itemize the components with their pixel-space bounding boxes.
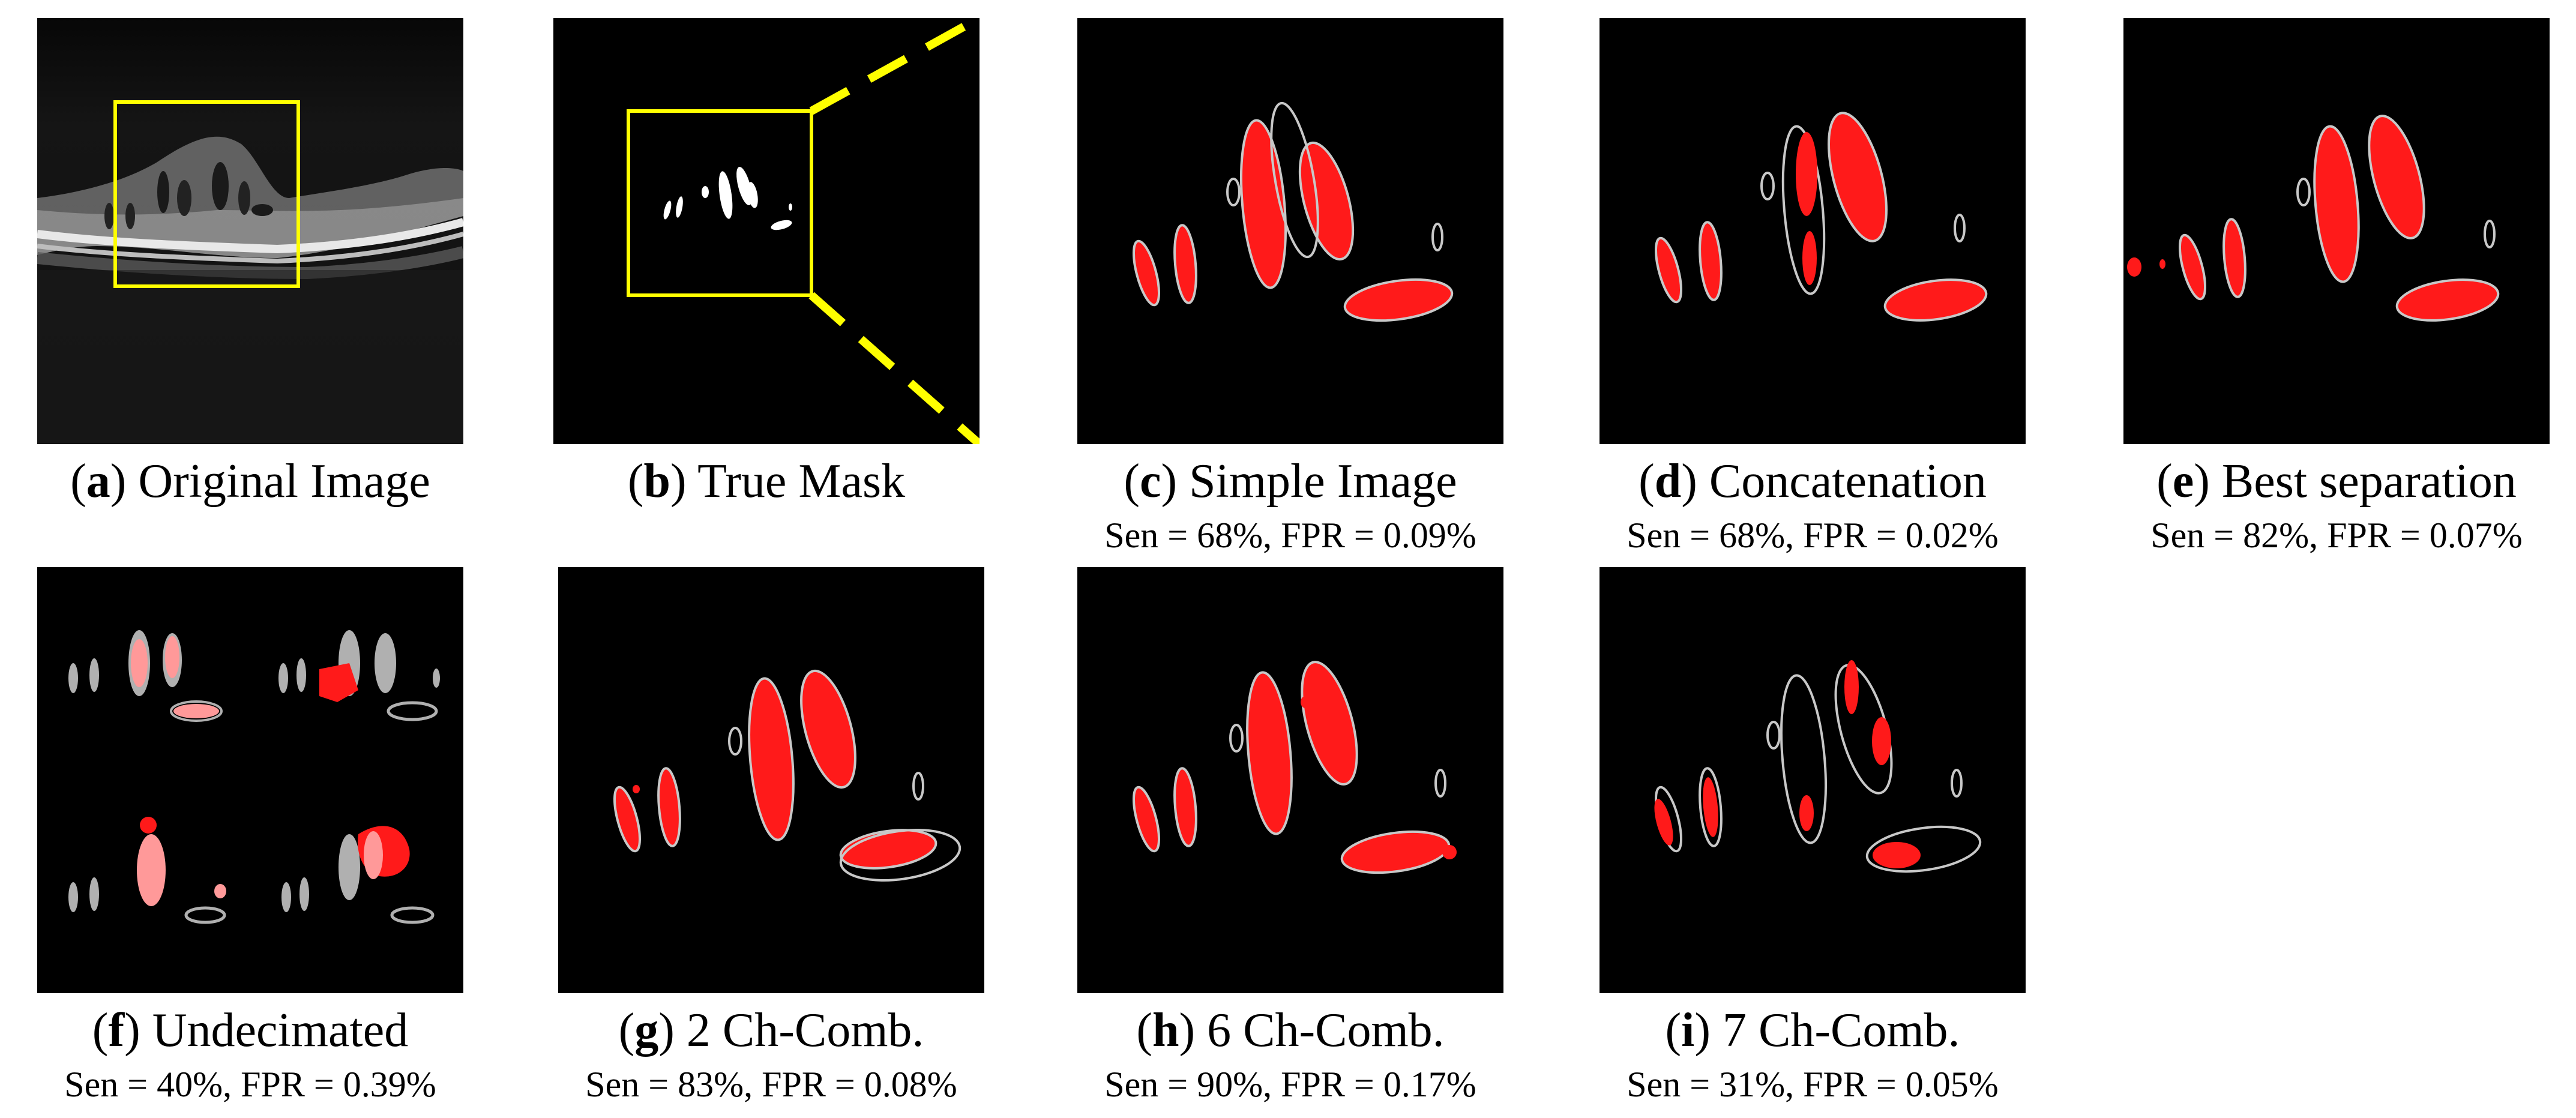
caption-letter: c (1139, 455, 1161, 508)
panel-simple-image (1077, 18, 1503, 444)
caption-metrics: Sen = 90%, FPR = 0.17% (1104, 1065, 1476, 1104)
caption-metrics: Sen = 83%, FPR = 0.08% (585, 1065, 957, 1104)
caption-a: (a) Original Image (70, 455, 430, 508)
caption-letter: b (643, 455, 670, 508)
panel-best-separation (2123, 18, 2550, 444)
caption-metrics: Sen = 68%, FPR = 0.02% (1627, 515, 1999, 555)
panel-7-ch-comb (1599, 567, 2026, 993)
caption-metrics: Sen = 68%, FPR = 0.09% (1104, 515, 1476, 555)
caption-label: Concatenation (1697, 455, 1987, 508)
panel-true-mask (553, 18, 980, 444)
caption-metrics: Sen = 40%, FPR = 0.39% (64, 1065, 436, 1104)
caption-letter: a (86, 455, 110, 508)
caption-letter: i (1681, 1004, 1695, 1057)
caption-b: (b) True Mask (627, 455, 906, 508)
zoom-line-top (809, 18, 980, 115)
zoom-box (627, 109, 813, 297)
panel-original-image (37, 18, 463, 444)
caption-letter: f (108, 1004, 125, 1057)
caption-label: True Mask (686, 455, 906, 508)
caption-i: (i) 7 Ch-Comb. Sen = 31%, FPR = 0.05% (1572, 1000, 2053, 1108)
caption-f: (f) Undecimated Sen = 40%, FPR = 0.39% (10, 1000, 490, 1108)
caption-metrics: Sen = 31%, FPR = 0.05% (1627, 1065, 1999, 1104)
caption-label: 7 Ch-Comb. (1710, 1004, 1960, 1057)
caption-e: (e) Best separation Sen = 82%, FPR = 0.0… (2096, 451, 2576, 559)
caption-letter: d (1654, 455, 1682, 508)
caption-label: Simple Image (1177, 455, 1457, 508)
panel-6-ch-comb (1077, 567, 1503, 993)
caption-label: Undecimated (140, 1004, 409, 1057)
caption-c: (c) Simple Image Sen = 68%, FPR = 0.09% (1050, 451, 1530, 559)
caption-label: Original Image (126, 455, 430, 508)
caption-letter: h (1152, 1004, 1179, 1057)
caption-metrics: Sen = 82%, FPR = 0.07% (2150, 515, 2523, 555)
roi-box (113, 100, 300, 288)
panel-undecimated (37, 567, 463, 993)
panel-concatenation (1599, 18, 2026, 444)
caption-label: 6 Ch-Comb. (1195, 1004, 1445, 1057)
caption-d: (d) Concatenation Sen = 68%, FPR = 0.02% (1572, 451, 2053, 559)
caption-letter: g (634, 1004, 659, 1057)
caption-letter: e (2172, 455, 2194, 508)
zoom-line-bottom (808, 292, 980, 444)
caption-label: Best separation (2209, 455, 2517, 508)
caption-g: (g) 2 Ch-Comb. Sen = 83%, FPR = 0.08% (531, 1000, 1011, 1108)
caption-h: (h) 6 Ch-Comb. Sen = 90%, FPR = 0.17% (1050, 1000, 1530, 1108)
panel-2-ch-comb (558, 567, 984, 993)
caption-label: 2 Ch-Comb. (674, 1004, 924, 1057)
